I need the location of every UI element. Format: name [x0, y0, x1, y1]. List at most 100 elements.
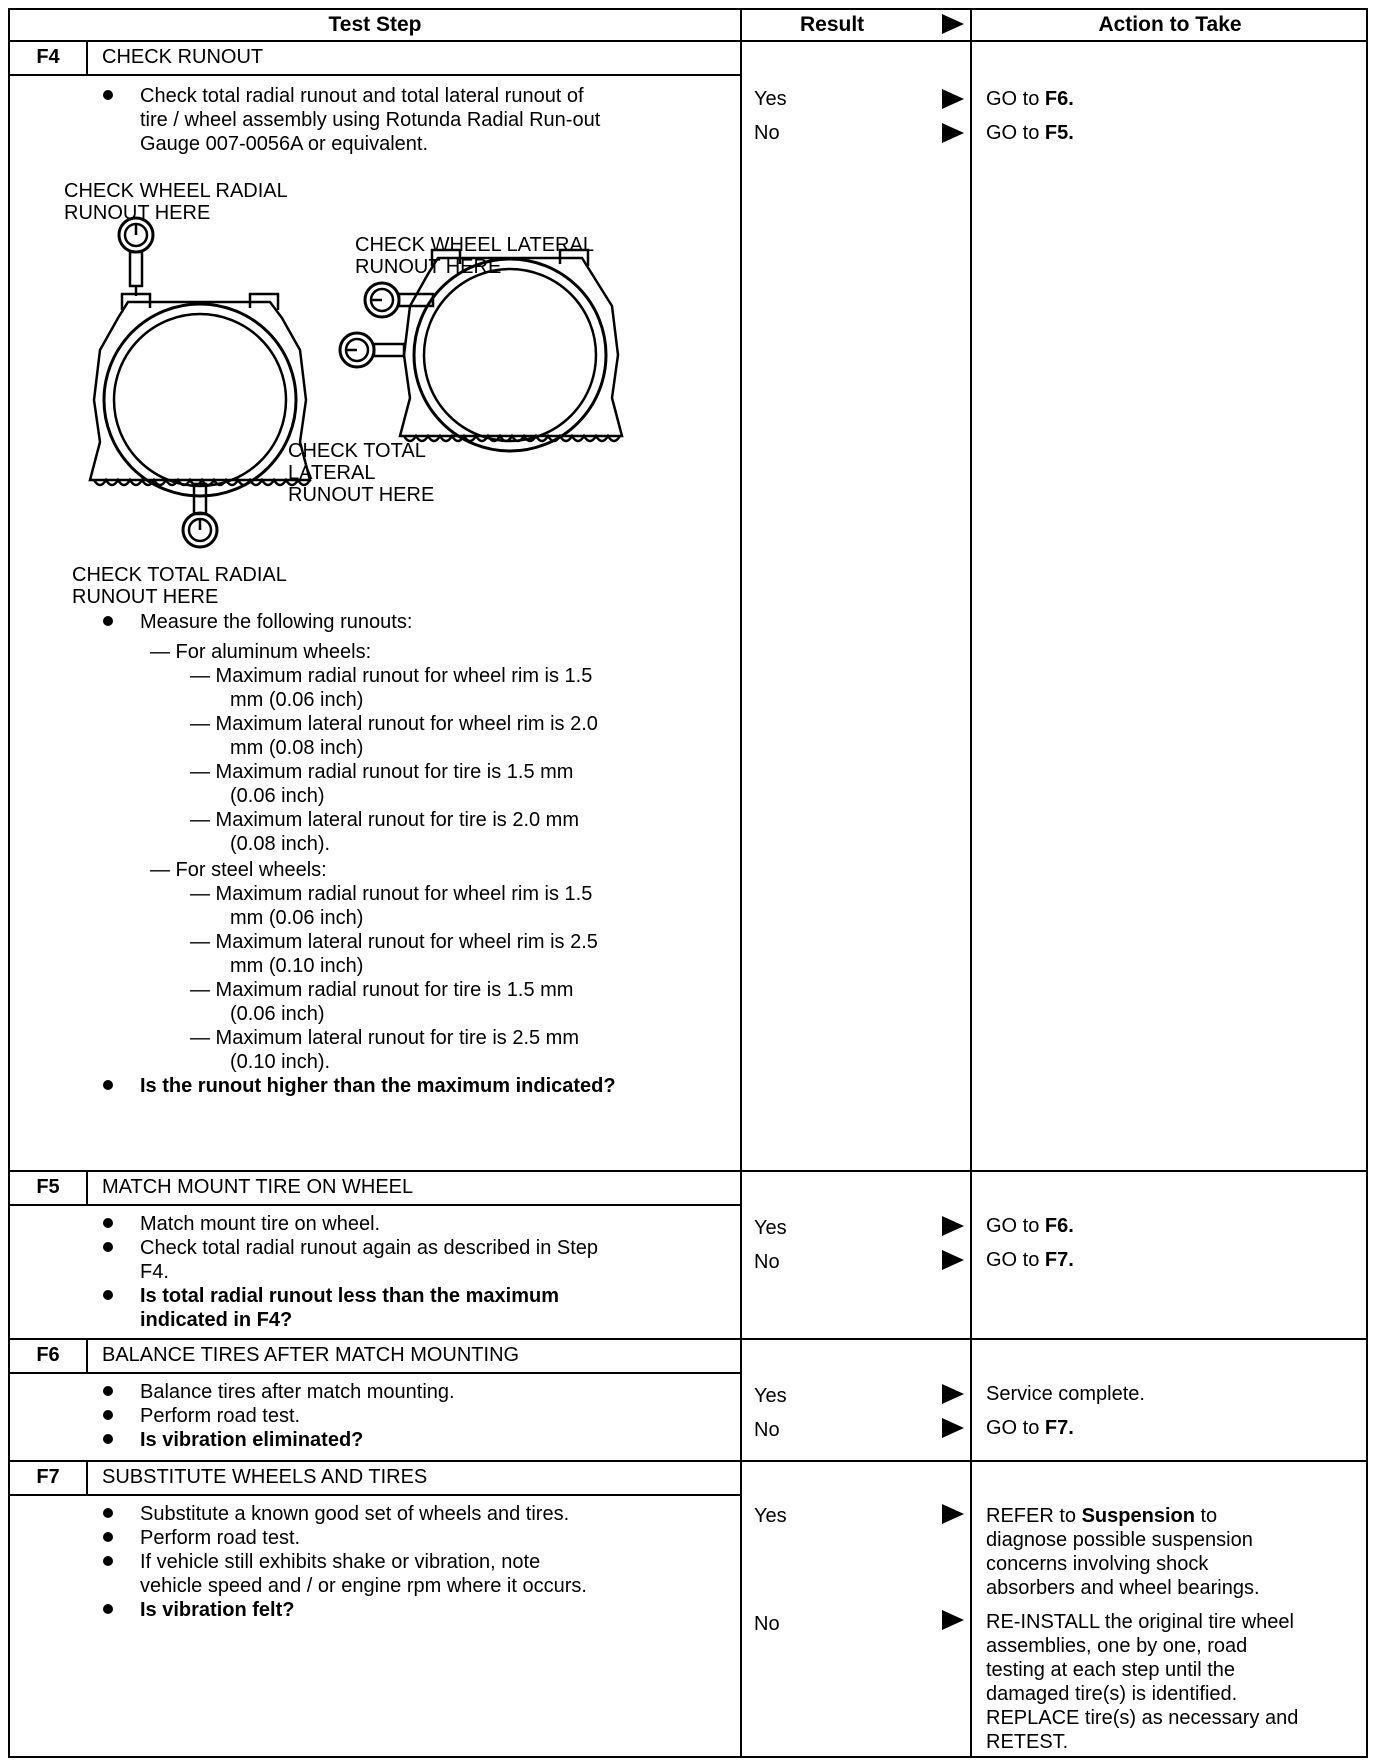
bullet-icon: [103, 1604, 113, 1614]
step-title: BALANCE TIRES AFTER MATCH MOUNTING: [102, 1344, 520, 1366]
step-title-divider: [10, 74, 740, 76]
instruction: Measure the following runouts:: [140, 611, 413, 633]
result-yes: Yes: [754, 88, 787, 110]
step-id-divider: [86, 1338, 88, 1372]
arrow-icon: [942, 1610, 964, 1630]
arrow-icon: [942, 1216, 964, 1236]
action-no: damaged tire(s) is identified.: [986, 1683, 1238, 1705]
result-no: No: [754, 1419, 780, 1441]
sub-heading: — For aluminum wheels:: [150, 641, 372, 663]
arrow-icon: [942, 1418, 964, 1438]
spec-line: — Maximum radial runout for wheel rim is…: [190, 883, 593, 905]
spec-line: mm (0.10 inch): [230, 955, 364, 977]
spec-line: — Maximum lateral runout for wheel rim i…: [190, 713, 598, 735]
step-id-divider: [86, 1460, 88, 1494]
action-no: REPLACE tire(s) as necessary and: [986, 1707, 1299, 1729]
bullet-icon: [103, 616, 113, 626]
action-yes: REFER to Suspension to: [986, 1505, 1218, 1527]
spec-line: — Maximum lateral runout for wheel rim i…: [190, 931, 598, 953]
question: indicated in F4?: [140, 1309, 293, 1331]
row-divider: [10, 1338, 1366, 1340]
label-wheel-lateral: CHECK WHEEL LATERAL: [355, 234, 594, 256]
action-yes: GO to F6.: [986, 88, 1074, 110]
dial-gauge-icon: [338, 331, 406, 369]
instruction: Perform road test.: [140, 1405, 301, 1427]
bullet-icon: [103, 1290, 113, 1300]
action-yes: absorbers and wheel bearings.: [986, 1577, 1260, 1599]
instruction: Match mount tire on wheel.: [140, 1213, 381, 1235]
header-test-step: Test Step: [328, 13, 422, 36]
question: Is total radial runout less than the max…: [140, 1285, 559, 1307]
label-total-lateral: CHECK TOTAL: [288, 440, 426, 462]
instruction: Substitute a known good set of wheels an…: [140, 1503, 570, 1525]
arrow-icon: [942, 123, 964, 143]
instruction: F4.: [140, 1261, 169, 1283]
label-total-radial: CHECK TOTAL RADIAL: [72, 564, 287, 586]
spec-line: — Maximum lateral runout for tire is 2.0…: [190, 809, 579, 831]
label-wheel-radial: RUNOUT HERE: [64, 202, 211, 224]
result-yes: Yes: [754, 1217, 787, 1239]
header-action: Action to Take: [1098, 13, 1242, 36]
bullet-icon: [103, 1242, 113, 1252]
arrow-icon: [942, 1384, 964, 1404]
step-id: F5: [36, 1176, 60, 1198]
step-title-divider: [10, 1372, 740, 1374]
bullet-icon: [103, 1556, 113, 1566]
column-divider-action: [970, 10, 972, 1756]
question: Is vibration felt?: [140, 1599, 295, 1621]
instruction: Gauge 007-0056A or equivalent.: [140, 133, 428, 155]
action-no: GO to F7.: [986, 1417, 1074, 1439]
test-step-table: Test Step Result Action to Take F4 CHECK…: [8, 8, 1368, 1758]
instruction: tire / wheel assembly using Rotunda Radi…: [140, 109, 601, 131]
action-no: RE-INSTALL the original tire wheel: [986, 1611, 1294, 1633]
question: Is vibration eliminated?: [140, 1429, 364, 1451]
spec-line: — Maximum lateral runout for tire is 2.5…: [190, 1027, 579, 1049]
step-title: CHECK RUNOUT: [102, 46, 264, 68]
bullet-icon: [103, 1386, 113, 1396]
label-total-lateral: RUNOUT HERE: [288, 484, 435, 506]
step-id: F6: [36, 1344, 60, 1366]
bullet-icon: [103, 1508, 113, 1518]
column-divider-result: [740, 10, 742, 1756]
instruction: Check total radial runout and total late…: [140, 85, 584, 107]
label-total-radial: RUNOUT HERE: [72, 586, 219, 608]
dial-gauge-icon: [181, 482, 219, 549]
result-yes: Yes: [754, 1505, 787, 1527]
step-title-divider: [10, 1494, 740, 1496]
step-title-divider: [10, 1204, 740, 1206]
result-no: No: [754, 122, 780, 144]
result-no: No: [754, 1613, 780, 1635]
action-yes: diagnose possible suspension: [986, 1529, 1253, 1551]
left-wheel-icon: [88, 292, 312, 498]
step-id: F4: [36, 46, 60, 68]
spec-line: — Maximum radial runout for wheel rim is…: [190, 665, 593, 687]
instruction: Perform road test.: [140, 1527, 301, 1549]
spec-line: (0.06 inch): [230, 785, 325, 807]
arrow-icon: [942, 89, 964, 109]
header-result: Result: [800, 13, 865, 36]
instruction: Check total radial runout again as descr…: [140, 1237, 599, 1259]
bullet-icon: [103, 1410, 113, 1420]
step-id-divider: [86, 40, 88, 74]
dial-gauge-icon: [117, 216, 155, 296]
spec-line: (0.06 inch): [230, 1003, 325, 1025]
label-wheel-lateral: RUNOUT HERE: [355, 256, 502, 278]
row-divider: [10, 1460, 1366, 1462]
instruction: vehicle speed and / or engine rpm where …: [140, 1575, 587, 1597]
bullet-icon: [103, 1218, 113, 1228]
spec-line: mm (0.08 inch): [230, 737, 364, 759]
spec-line: — Maximum radial runout for tire is 1.5 …: [190, 979, 574, 1001]
bullet-icon: [103, 1532, 113, 1542]
instruction: If vehicle still exhibits shake or vibra…: [140, 1551, 541, 1573]
arrow-icon: [942, 1504, 964, 1524]
spec-line: — Maximum radial runout for tire is 1.5 …: [190, 761, 574, 783]
action-yes: concerns involving shock: [986, 1553, 1209, 1575]
sub-heading: — For steel wheels:: [150, 859, 327, 881]
result-yes: Yes: [754, 1385, 787, 1407]
step-title: MATCH MOUNT TIRE ON WHEEL: [102, 1176, 414, 1198]
action-no: assemblies, one by one, road: [986, 1635, 1248, 1657]
spec-line: mm (0.06 inch): [230, 689, 364, 711]
dial-gauge-icon: [363, 281, 435, 319]
action-yes: Service complete.: [986, 1383, 1145, 1405]
header-divider: [10, 40, 1366, 42]
